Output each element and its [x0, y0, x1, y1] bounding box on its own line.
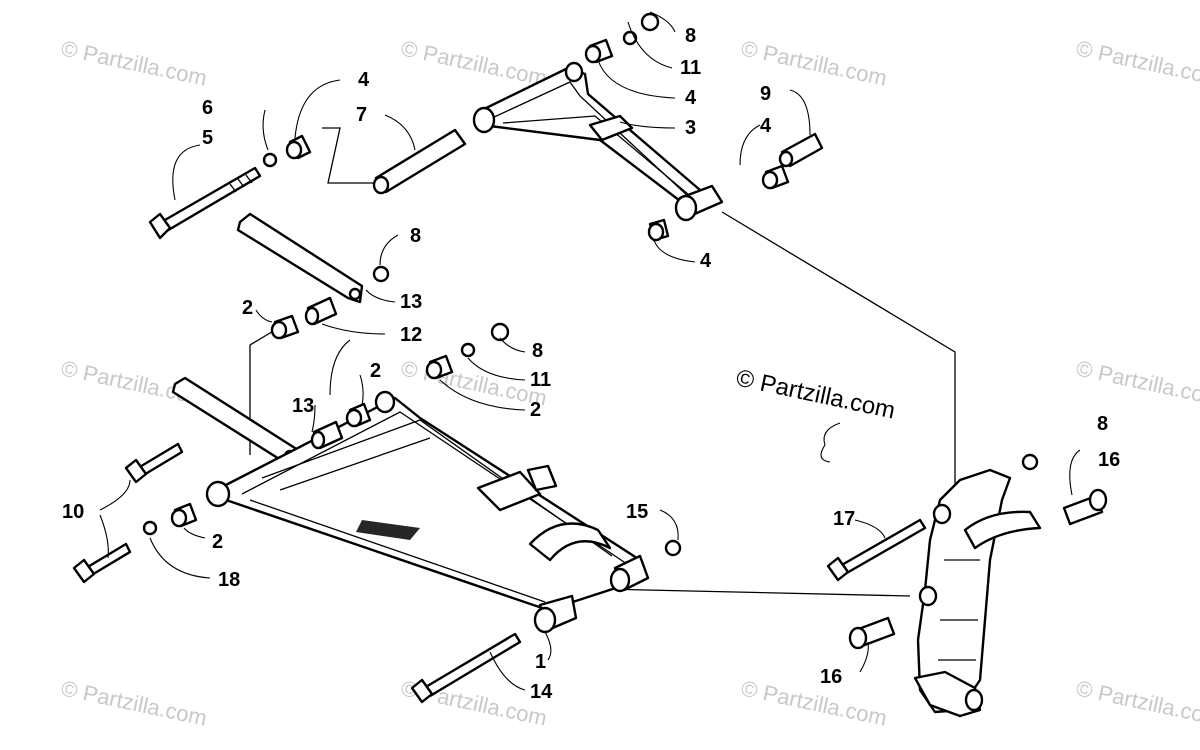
- bolt: [72, 542, 132, 584]
- upper-arm-bushing: [674, 184, 724, 222]
- callout-11: 11: [680, 57, 701, 79]
- callout-2: 2: [212, 531, 223, 553]
- callout-13: 13: [292, 395, 314, 417]
- washer: [460, 342, 476, 358]
- bushing: [425, 354, 454, 380]
- watermark: © Partzilla.com: [59, 35, 209, 90]
- pivot-bolt: [1062, 488, 1108, 526]
- pivot-tube: [372, 128, 467, 195]
- watermark: © Partzilla.com: [1074, 675, 1200, 730]
- leader-lines: [99, 11, 1081, 691]
- callout-2: 2: [530, 399, 541, 421]
- sleeve: [778, 132, 824, 168]
- nut: [490, 322, 510, 342]
- washer: [262, 152, 278, 168]
- callout-14: 14: [530, 681, 553, 703]
- callout-1: 1: [535, 651, 546, 673]
- callout-8: 8: [410, 225, 421, 247]
- callout-11: 11: [530, 369, 551, 391]
- stabilizer-link-lower: [171, 376, 300, 468]
- bushing: [270, 314, 300, 340]
- callout-16: 16: [1098, 449, 1120, 471]
- pivot-bolt: [848, 616, 896, 650]
- callout-4: 4: [685, 87, 697, 109]
- callout-3: 3: [685, 117, 696, 139]
- spacer: [310, 420, 344, 450]
- upper-bolt: [148, 166, 262, 240]
- nut: [640, 12, 660, 32]
- washer: [142, 520, 158, 536]
- bushing: [647, 218, 670, 242]
- callout-10: 10: [62, 501, 84, 523]
- bushing: [285, 134, 312, 160]
- bushing: [584, 38, 614, 64]
- bushing: [761, 164, 790, 190]
- lock-nut: [664, 539, 682, 557]
- nut: [372, 265, 390, 283]
- bushing: [170, 502, 198, 528]
- callout-16: 16: [820, 666, 842, 688]
- callout-7: 7: [356, 104, 367, 126]
- callout-4: 4: [700, 250, 712, 272]
- spindle-bolt: [826, 518, 927, 582]
- callout-12: 12: [400, 324, 422, 346]
- lower-arm-bushing: [533, 554, 650, 634]
- nut: [1021, 453, 1039, 471]
- callout-17: 17: [833, 508, 855, 530]
- callout-13: 13: [400, 291, 422, 313]
- watermark: © Partzilla.com: [59, 675, 209, 730]
- callout-8: 8: [685, 25, 696, 47]
- lower-a-arm: [205, 390, 650, 634]
- callout-8: 8: [532, 340, 543, 362]
- spacer: [304, 296, 338, 326]
- callout-4: 4: [358, 69, 370, 91]
- callout-8: 8: [1097, 413, 1108, 435]
- long-bolt: [410, 632, 522, 704]
- copyright-label: © Partzilla.com: [734, 364, 898, 424]
- callout-4: 4: [760, 115, 772, 137]
- watermark: © Partzilla.com: [1074, 35, 1200, 90]
- bushing: [345, 402, 372, 428]
- callout-labels: 1 2 2 2 2 3 4 4 4 4 5 6 7 8 8 8 8 9 10 1…: [62, 25, 1120, 703]
- steering-knuckle: [913, 468, 1042, 718]
- bolt: [124, 442, 184, 484]
- callout-9: 9: [760, 83, 771, 105]
- callout-18: 18: [218, 569, 240, 591]
- callout-2: 2: [370, 360, 381, 382]
- watermark: © Partzilla.com: [739, 675, 889, 730]
- callout-2: 2: [242, 297, 253, 319]
- callout-15: 15: [626, 501, 648, 523]
- stabilizer-link-upper: [236, 212, 364, 304]
- callout-5: 5: [202, 127, 213, 149]
- watermark: © Partzilla.com: [1074, 355, 1200, 410]
- watermark: © Partzilla.com: [399, 35, 549, 90]
- callout-6: 6: [202, 97, 213, 119]
